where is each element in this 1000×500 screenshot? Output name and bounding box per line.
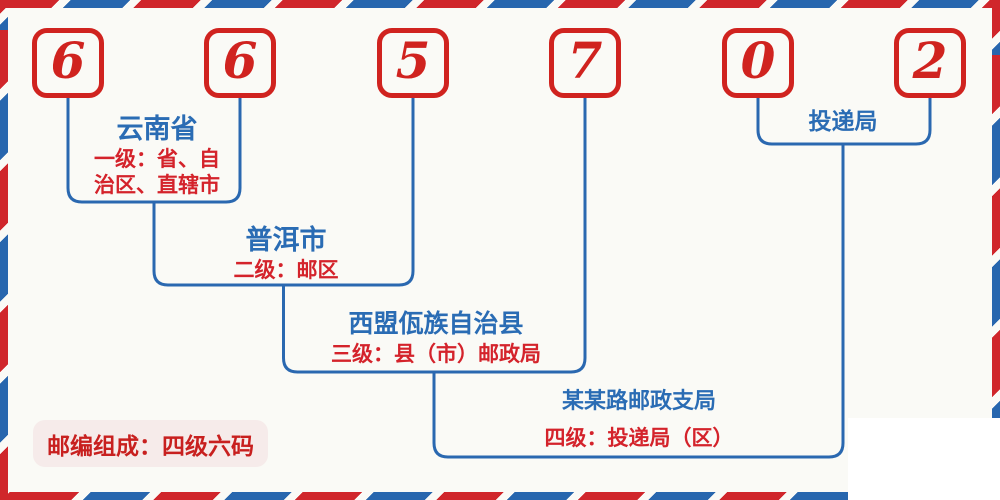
digit-box-4: 7 — [549, 28, 621, 98]
digit-box-3: 5 — [377, 28, 449, 98]
level-title: 普洱市 — [245, 225, 327, 256]
digit-box-2: 6 — [204, 28, 276, 98]
delivery-office-label: 投递局 — [809, 109, 878, 135]
digit-value: 0 — [740, 31, 776, 90]
composition-badge: 邮编组成：四级六码 — [33, 420, 268, 467]
digit-value: 5 — [395, 31, 431, 90]
digit-value: 6 — [222, 31, 258, 90]
level-title: 云南省 — [116, 114, 198, 145]
level-title: 投递局 — [808, 109, 878, 135]
digit-box-5: 0 — [722, 28, 794, 98]
level-desc: 二级：邮区 — [233, 258, 339, 282]
connector-delivery — [756, 98, 932, 146]
level1-province-label: 云南省 一级：省、自 治区、直辖市 — [94, 113, 220, 198]
digit-box-6: 2 — [894, 28, 966, 98]
airmail-border-right — [992, 0, 1000, 500]
digit-value: 7 — [567, 31, 603, 90]
level-title: 某某路邮政支局 — [561, 389, 716, 414]
level-desc: 三级：县（市）邮政局 — [331, 342, 541, 366]
level4-branch-label: 某某路邮政支局 四级：投递局（区） — [545, 390, 734, 451]
airmail-border-left — [0, 0, 8, 500]
level-desc: 四级：投递局（区） — [544, 426, 734, 450]
connector-level4 — [432, 144, 845, 459]
blank-corner-patch — [848, 418, 1000, 500]
digit-value: 2 — [912, 31, 948, 90]
level-desc-line2: 治区、直辖市 — [94, 173, 220, 197]
level-title: 西盟佤族自治县 — [348, 309, 524, 338]
airmail-border-bottom — [0, 492, 1000, 500]
composition-badge-text: 邮编组成：四级六码 — [47, 433, 254, 460]
digit-value: 6 — [50, 31, 86, 90]
level-desc-line1: 一级：省、自 — [94, 147, 220, 171]
digit-box-1: 6 — [32, 28, 104, 98]
level2-district-label: 普洱市 二级：邮区 — [234, 224, 339, 283]
level3-county-label: 西盟佤族自治县 三级：县（市）邮政局 — [331, 307, 541, 367]
airmail-border-top — [0, 0, 1000, 8]
